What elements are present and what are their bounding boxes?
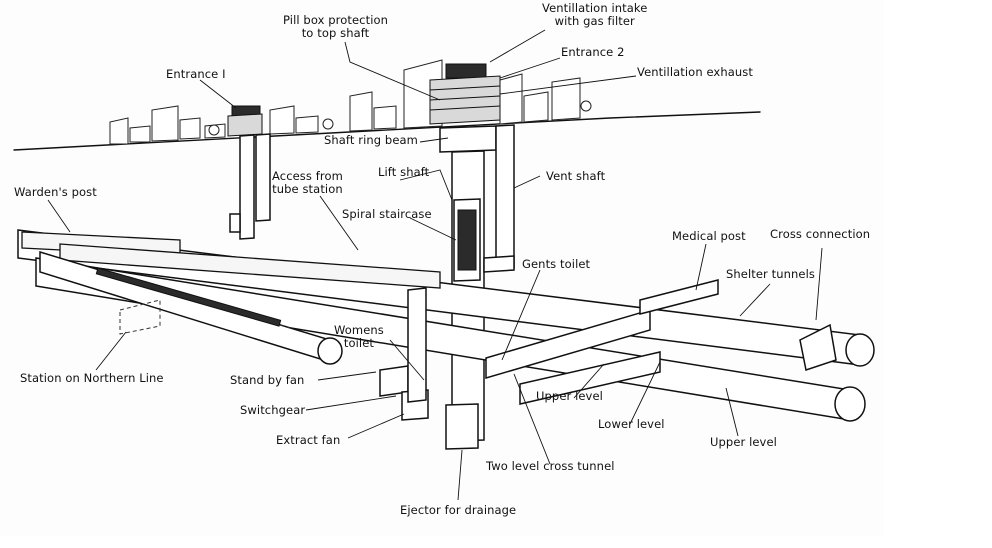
label-ejector-text: Ejector for drainage <box>400 503 517 517</box>
label-cross-connection-text: Cross connection <box>770 227 871 241</box>
label-lift-shaft: Lift shaft <box>378 166 429 179</box>
label-vent-exhaust-text: Ventillation exhaust <box>637 65 753 79</box>
label-entrance-1-text: Entrance I <box>166 67 226 81</box>
label-shaft-ring-beam-text: Shaft ring beam <box>324 133 418 147</box>
label-vent-exhaust: Ventillation exhaust <box>637 66 753 79</box>
label-pill-box: Pill box protection to top shaft <box>283 14 388 40</box>
label-gents-toilet: Gents toilet <box>522 258 590 271</box>
label-two-level-cross: Two level cross tunnel <box>486 460 615 473</box>
label-switchgear: Switchgear <box>240 404 305 417</box>
label-extract-fan: Extract fan <box>276 434 340 447</box>
label-station-northern: Station on Northern Line <box>20 372 164 385</box>
label-access-tube: Access from tube station <box>272 170 343 196</box>
vent-shaft-pipe <box>483 255 515 273</box>
label-pill-box-text: Pill box protection to top shaft <box>283 13 389 40</box>
label-lower-level: Lower level <box>598 418 665 431</box>
label-ejector: Ejector for drainage <box>400 504 516 517</box>
label-wardens-post: Warden's post <box>14 186 97 199</box>
label-spiral-staircase: Spiral staircase <box>342 208 432 221</box>
label-shelter-tunnels-text: Shelter tunnels <box>726 267 815 281</box>
label-wardens-post-text: Warden's post <box>14 185 97 199</box>
main-shaft-top <box>429 63 501 153</box>
label-vent-shaft: Vent shaft <box>546 170 605 183</box>
label-womens-toilet-text: Womens toilet <box>334 323 384 350</box>
label-spiral-staircase-text: Spiral staircase <box>342 207 432 221</box>
northern-line <box>39 250 343 365</box>
label-womens-toilet: Womens toilet <box>334 324 384 350</box>
label-switchgear-text: Switchgear <box>240 403 306 417</box>
label-entrance-2: Entrance 2 <box>561 46 625 59</box>
label-shelter-tunnels: Shelter tunnels <box>726 268 815 281</box>
label-entrance-2-text: Entrance 2 <box>561 45 625 59</box>
label-station-northern-text: Station on Northern Line <box>20 371 164 385</box>
label-lift-shaft-text: Lift shaft <box>378 165 430 179</box>
label-stand-by-fan: Stand by fan <box>230 374 304 387</box>
label-stand-by-fan-text: Stand by fan <box>230 373 305 387</box>
label-access-tube-text: Access from tube station <box>272 169 343 196</box>
ground-line <box>13 111 761 151</box>
label-upper-level-2-text: Upper level <box>710 435 777 449</box>
label-lower-level-text: Lower level <box>598 417 665 431</box>
entrance-1-structure <box>227 105 271 240</box>
label-cross-connection: Cross connection <box>770 228 870 241</box>
cross-tunnels <box>485 279 837 405</box>
vent-shaft-tube <box>495 124 515 270</box>
fan-equipment <box>379 287 429 421</box>
label-extract-fan-text: Extract fan <box>276 433 341 447</box>
label-two-level-cross-text: Two level cross tunnel <box>486 459 615 473</box>
label-shaft-ring-beam: Shaft ring beam <box>324 134 418 147</box>
label-medical-post-text: Medical post <box>672 229 746 243</box>
label-entrance-1: Entrance I <box>166 68 226 81</box>
label-medical-post: Medical post <box>672 230 746 243</box>
shelter-tunnels <box>17 229 875 422</box>
label-upper-level-1-text: Upper level <box>536 389 603 403</box>
label-vent-shaft-text: Vent shaft <box>546 169 606 183</box>
label-vent-intake: Ventillation intake with gas filter <box>542 2 647 28</box>
label-upper-level-2: Upper level <box>710 436 777 449</box>
leader-lines <box>47 29 823 501</box>
label-vent-intake-text: Ventillation intake with gas filter <box>542 1 648 28</box>
label-gents-toilet-text: Gents toilet <box>522 257 591 271</box>
label-upper-level-1: Upper level <box>536 390 603 403</box>
